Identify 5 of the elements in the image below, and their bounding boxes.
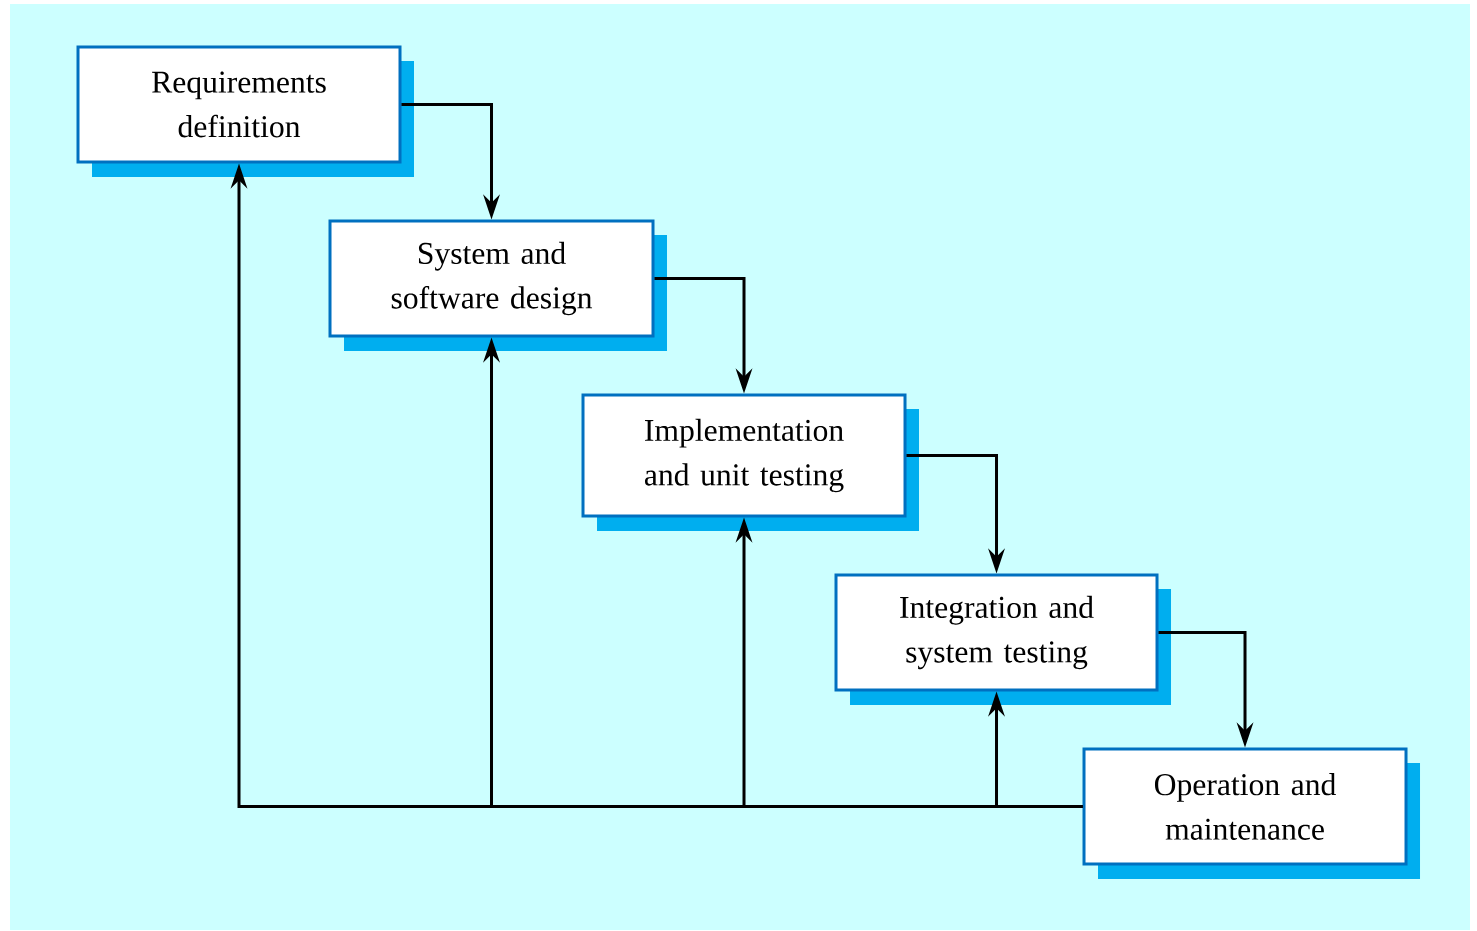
- process-box: Operation and maintenance: [1082, 747, 1420, 879]
- process-box: Requirements definition: [76, 45, 414, 177]
- process-box: Implementation and unit testing: [581, 393, 919, 531]
- process-box: System and software design: [328, 219, 667, 351]
- process-box: Integration and system testing: [834, 573, 1171, 705]
